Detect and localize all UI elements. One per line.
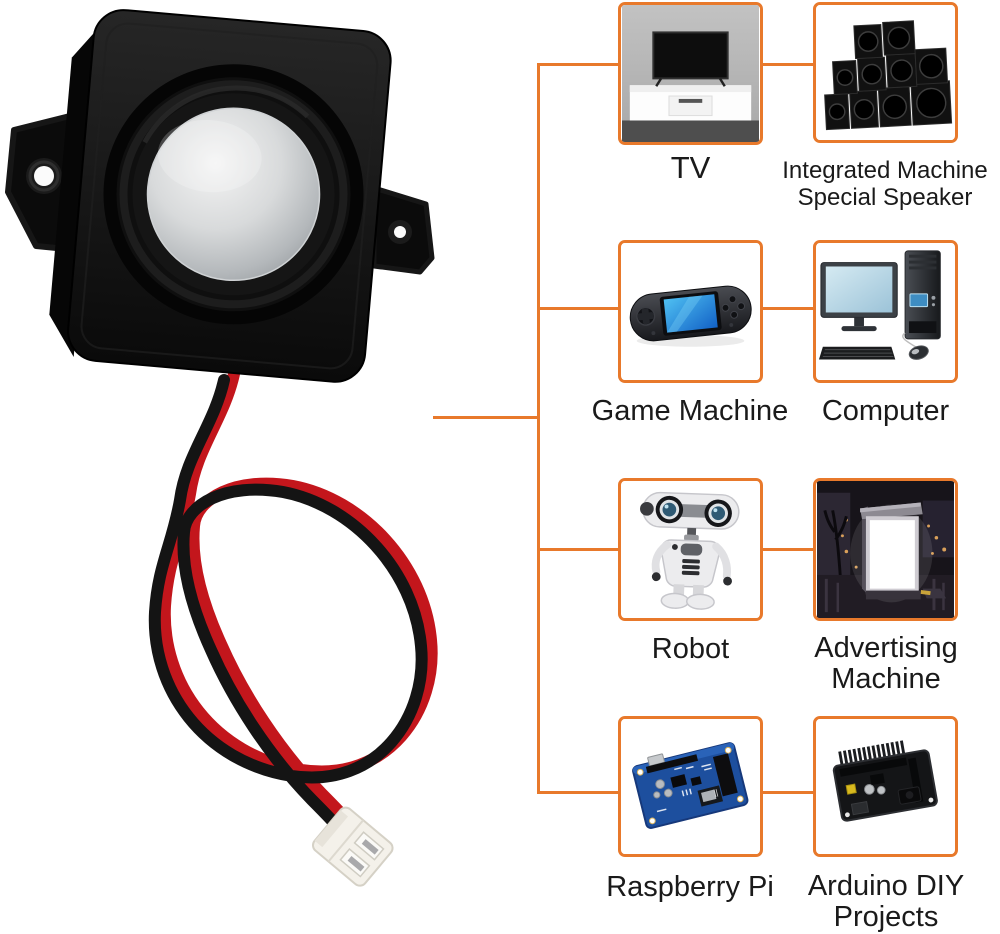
app-card-raspberry-pi	[618, 716, 763, 857]
app-card-arduino-board	[813, 716, 958, 857]
app-label-tv: TV	[618, 150, 763, 186]
app-card-tv	[618, 2, 763, 145]
app-label-raspberry-pi: Raspberry Pi	[595, 871, 785, 904]
connector-gap-row1	[763, 63, 813, 66]
connector-gap-row2	[763, 307, 813, 310]
app-label-integrated-machine: Integrated Machine Special Speaker	[760, 157, 1000, 211]
label-line: Robot	[651, 633, 730, 665]
label-line: Projects	[833, 901, 939, 933]
app-label-advertising-machine: Advertising Machine	[790, 633, 982, 695]
connector-gap-row4	[763, 791, 813, 794]
speaker-stack-photo	[818, 5, 953, 140]
label-line: Raspberry Pi	[606, 871, 774, 903]
app-card-advertising-machine	[813, 478, 958, 621]
app-label-computer: Computer	[813, 395, 958, 428]
label-line: Special Speaker	[797, 184, 973, 211]
connector-branch-row2	[537, 307, 618, 310]
arduino-board-photo	[818, 719, 953, 854]
game-console-photo	[622, 243, 759, 380]
connector-branch-row1	[537, 63, 618, 66]
label-line: TV	[670, 150, 711, 185]
speaker-wire	[148, 368, 438, 838]
speaker-body	[49, 9, 392, 383]
raspberry-pi-board-photo	[623, 719, 758, 854]
app-card-game-machine	[618, 240, 763, 383]
connector-gap-row3	[763, 548, 813, 551]
label-line: Computer	[821, 395, 950, 427]
connector-speaker-stub	[433, 416, 537, 419]
connector-branch-row3	[537, 548, 618, 551]
app-label-game-machine: Game Machine	[585, 395, 795, 428]
label-line: Advertising	[814, 632, 958, 664]
computer-photo	[817, 243, 954, 380]
app-label-robot: Robot	[618, 633, 763, 666]
speaker-product-image	[5, 9, 438, 887]
label-line: Integrated Machine	[782, 157, 988, 184]
jst-connector	[311, 806, 394, 887]
tv-photo	[622, 5, 759, 142]
label-line: Machine	[831, 663, 941, 695]
label-line: Arduino DIY	[807, 870, 965, 902]
speaker-right-ear	[371, 185, 435, 275]
connector-trunk-line	[537, 63, 540, 794]
app-card-integrated-machine	[813, 2, 958, 143]
app-label-arduino-diy: Arduino DIY Projects	[790, 871, 982, 933]
robot-photo	[622, 481, 759, 618]
app-card-computer	[813, 240, 958, 383]
label-line: Game Machine	[591, 395, 789, 427]
connector-branch-row4	[537, 791, 618, 794]
advertising-kiosk-photo	[817, 481, 954, 618]
app-card-robot	[618, 478, 763, 621]
